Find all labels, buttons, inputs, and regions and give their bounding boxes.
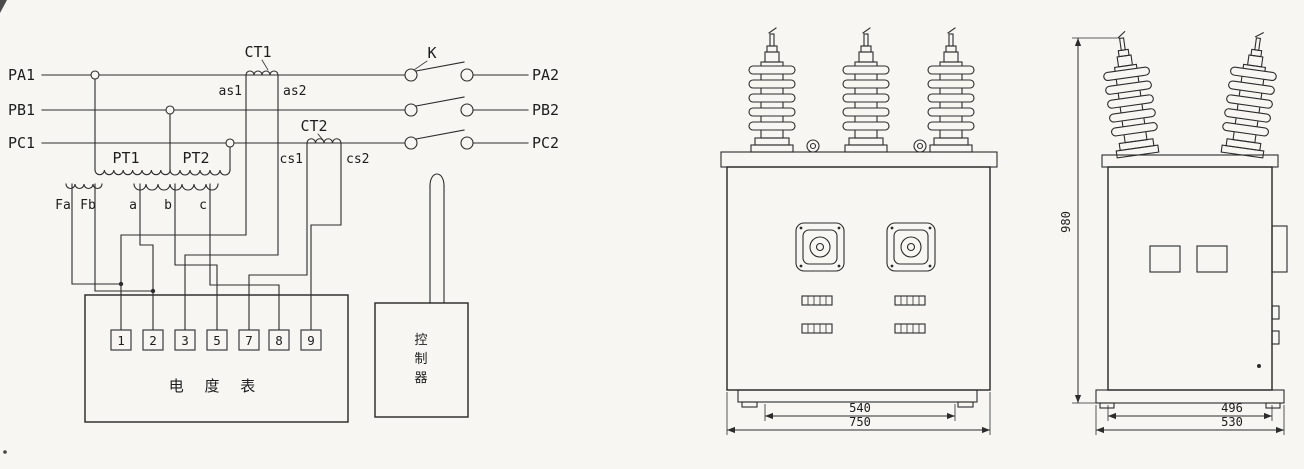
- bushing-side-1: [1097, 28, 1162, 159]
- side-tank: [1107, 166, 1273, 391]
- terminal-box-right: [886, 222, 936, 272]
- front-view: 540 750: [720, 27, 998, 435]
- nameplate-3: [801, 323, 833, 334]
- pt-symbols: [65, 78, 231, 191]
- front-tank: [726, 166, 991, 391]
- front-foot-right: [957, 401, 974, 408]
- pt-terminal-fb-label: Fb: [80, 198, 96, 213]
- nameplate-1: [801, 295, 833, 306]
- ct2-tap1-label: cs1: [280, 152, 303, 167]
- side-hinge-2: [1271, 330, 1280, 345]
- wiring-diagram: PA1 PB1 PC1 PA2 PB2 PC2 CT1 as1 as2 CT2 …: [8, 43, 559, 423]
- meter-label: 电 度 表: [169, 377, 264, 395]
- bushing-front-2: [842, 27, 890, 153]
- side-panel-1: [1149, 245, 1181, 273]
- phase-b-out-label: PB2: [532, 101, 559, 119]
- meter-terminal-9: 9: [307, 333, 315, 348]
- side-panel-2: [1196, 245, 1228, 273]
- side-base: [1095, 389, 1285, 404]
- meter-terminal-2: 2: [149, 333, 157, 348]
- nameplate-4: [894, 323, 926, 334]
- pt-terminal-b-label: b: [164, 198, 172, 213]
- front-top-plate: [720, 151, 998, 168]
- controller-char-3: 器: [414, 371, 427, 386]
- pt2-label: PT2: [182, 149, 209, 167]
- phase-a-out-label: PA2: [532, 66, 559, 84]
- phase-conductors: [41, 70, 529, 148]
- ct1-label: CT1: [244, 43, 271, 61]
- phase-c-out-label: PC2: [532, 134, 559, 152]
- front-dim-inner: 540: [849, 401, 871, 415]
- terminal-box-left: [795, 222, 845, 272]
- front-dim-outer: 750: [849, 415, 871, 429]
- ct2-symbol: [306, 133, 342, 144]
- pt-terminal-a-label: a: [129, 198, 137, 213]
- phase-a-in-label: PA1: [8, 66, 35, 84]
- switch-k: [404, 60, 474, 150]
- pt-terminal-c-label: c: [199, 198, 207, 213]
- meter-terminal-1: 1: [117, 333, 125, 348]
- meter-terminal-5: 5: [213, 333, 221, 348]
- side-dimensions: 980 496 530: [1059, 37, 1285, 435]
- side-foot-left: [1099, 402, 1115, 409]
- front-foot-left: [741, 401, 758, 408]
- side-dim-inner: 496: [1221, 401, 1243, 415]
- nameplate-2: [894, 295, 926, 306]
- lifting-lug-left: [806, 139, 820, 153]
- meter-terminal-8: 8: [275, 333, 283, 348]
- side-junction-box: [1271, 225, 1288, 273]
- controller-box: 控 制 器: [374, 173, 469, 418]
- controller-char-1: 控: [414, 333, 427, 348]
- side-dim-height: 980: [1059, 211, 1073, 233]
- side-hinge-1: [1271, 305, 1280, 320]
- side-drain-plug: [1257, 364, 1261, 368]
- meter-box: 1 2 3 5 7 8 9 电 度 表: [84, 294, 349, 423]
- bushing-front-3: [927, 27, 975, 153]
- lifting-lug-right: [913, 139, 927, 153]
- side-view: 980 496 530: [1059, 28, 1288, 435]
- ct2-label: CT2: [300, 117, 327, 135]
- meter-terminal-7: 7: [245, 333, 253, 348]
- phase-b-in-label: PB1: [8, 101, 35, 119]
- ct1-tap1-label: as1: [219, 84, 242, 99]
- front-base: [737, 389, 978, 403]
- ct1-tap2-label: as2: [283, 84, 306, 99]
- side-dim-outer: 530: [1221, 415, 1243, 429]
- scan-artifacts: [0, 0, 7, 454]
- meter-terminal-3: 3: [181, 333, 189, 348]
- ct1-symbol: [245, 59, 279, 76]
- pt1-label: PT1: [112, 149, 139, 167]
- controller-char-2: 制: [414, 352, 427, 367]
- bushing-front-1: [748, 27, 796, 153]
- bushing-side-2: [1218, 28, 1283, 159]
- secondary-wiring: [71, 74, 342, 331]
- front-dimensions: 540 750: [726, 392, 991, 435]
- switch-k-label: K: [427, 44, 436, 62]
- pt-terminal-fa-label: Fa: [55, 198, 71, 213]
- terminal-strip: 1 2 3 5 7 8 9: [110, 329, 322, 351]
- ct2-tap2-label: cs2: [346, 152, 369, 167]
- phase-c-in-label: PC1: [8, 134, 35, 152]
- side-foot-right: [1265, 402, 1281, 409]
